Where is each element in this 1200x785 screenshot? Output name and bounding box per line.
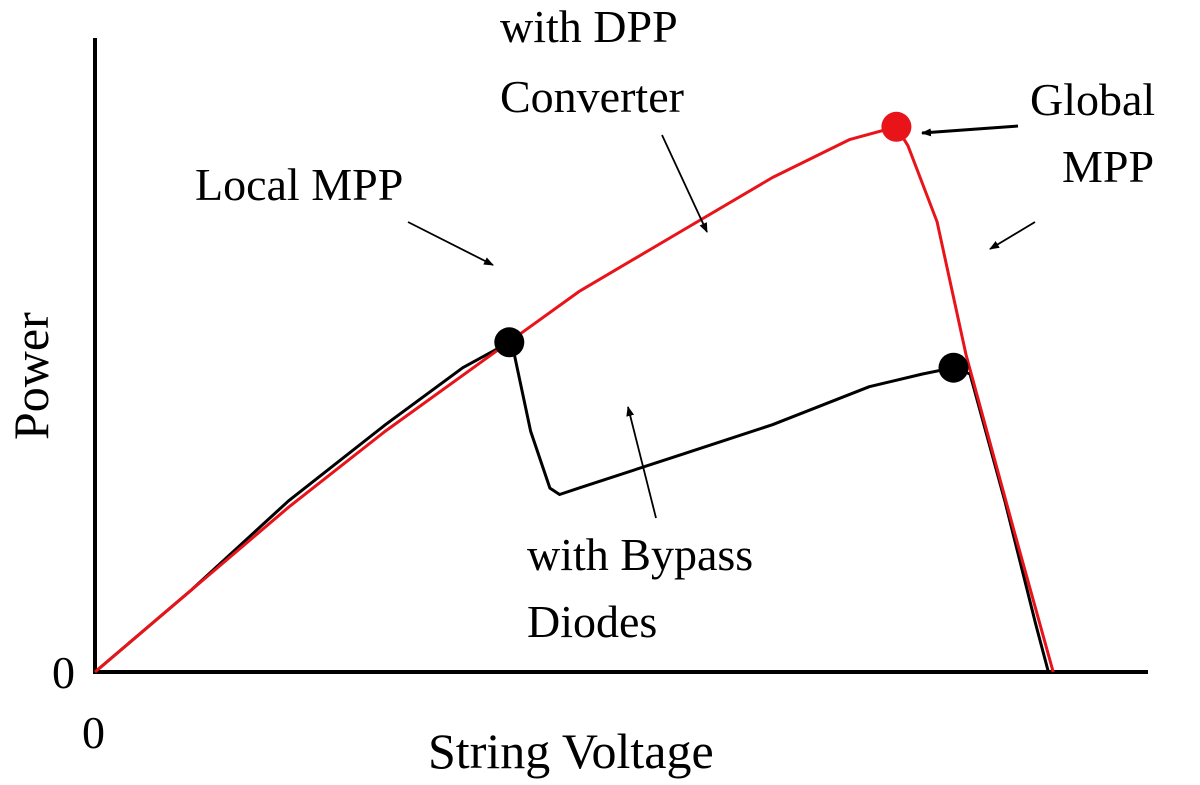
bypass-diodes-label-line1: with Bypass: [527, 529, 753, 580]
x-tick-label-0: 0: [82, 707, 105, 758]
global-mpp-red-arrow: [921, 124, 1019, 137]
bypass-diodes-label-line2: Diodes: [527, 596, 657, 647]
series-0-mpp-marker-1: [938, 352, 969, 383]
global-mpp-label-line1: Global: [1030, 74, 1155, 125]
series-1-line: [94, 125, 1055, 674]
series-layer: [94, 111, 1055, 674]
y-tick-label-0: 0: [52, 647, 75, 698]
dpp-converter-label-line2: Converter: [500, 71, 684, 122]
series-0-mpp-marker-0: [494, 327, 525, 358]
global-mpp-black-arrow: [989, 221, 1036, 250]
series-1-mpp-marker-0: [881, 111, 912, 142]
x-axis-title: String Voltage: [428, 723, 714, 779]
bypass-diodes-arrow: [626, 406, 657, 519]
dpp-converter-label-line1: with DPP: [500, 1, 678, 52]
local-mpp-arrow: [407, 221, 494, 266]
local-mpp-label: Local MPP: [195, 159, 403, 210]
y-axis-title: Power: [3, 312, 59, 440]
global-mpp-label-line2: MPP: [1062, 141, 1154, 192]
dpp-converter-arrow: [661, 134, 708, 233]
